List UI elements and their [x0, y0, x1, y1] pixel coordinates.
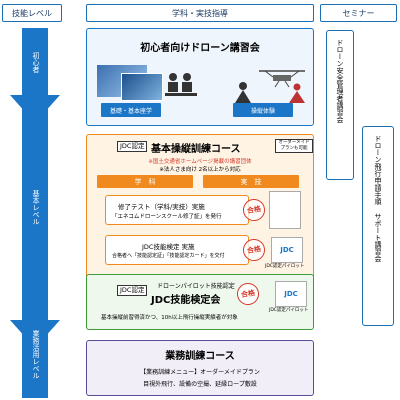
basic-note-1: ※国土交通省ホームページ掲載の講習団体: [148, 159, 252, 165]
intro-course-card: 初心者向けドローン講習会 基礎・基本座学 操縦体験: [86, 28, 314, 126]
test-title: 修了テスト（学科/実技）実施: [118, 203, 205, 211]
jdc-card-image: JDC: [271, 237, 303, 263]
jdc-desc: 基本操縦前習得済かつ、10h以上飛行操縦実績者が対象: [101, 315, 238, 321]
seminar-safety-manager[interactable]: ドローン安全管理者講習会: [326, 30, 354, 180]
intro-title: 初心者向けドローン講習会: [140, 43, 260, 54]
order-made-badge: オーダーメイド プランも可能: [275, 139, 313, 153]
seminar-2-label: ドローン飛行申請手順 サポート講習会: [374, 135, 382, 262]
tab-gakka[interactable]: 学 科: [97, 175, 193, 188]
intro-trial-button[interactable]: 操縦体験: [233, 103, 293, 117]
tab-jitsugi[interactable]: 実 技: [203, 175, 299, 188]
level-beginner: 初心者: [32, 52, 40, 73]
drone-icon: [259, 70, 305, 88]
pass-stamp-3: 合格: [235, 281, 261, 307]
jdc-test-title: JDC技能検定 実施: [142, 243, 195, 251]
seminar-flight-application[interactable]: ドローン飛行申請手順 サポート講習会: [362, 126, 394, 326]
business-line2: 目視外飛行、設備の空撮、延縁ロープ敷設: [143, 381, 257, 388]
certificate-image: [269, 191, 301, 229]
pilot-icon: [235, 82, 251, 103]
jdc-card-label-2: JDC認定パイロット: [269, 308, 309, 313]
intro-basic-button[interactable]: 基礎・基本座学: [101, 103, 161, 117]
jdc-test-sub: 合格者へ「技能認定証」「技能認定カード」を交付: [112, 253, 225, 259]
completion-test-box: 修了テスト（学科/実技）実施 「エネコムドローンスクール修了証」を発行: [105, 195, 249, 225]
basic-note-2: ※法人さま向け 2名以上から対応: [159, 167, 241, 173]
basic-title: 基本操縦訓練コース: [151, 144, 241, 155]
jdc-test-box: JDC技能検定 実施 合格者へ「技能認定証」「技能認定カード」を交付: [105, 235, 249, 265]
jdc-kicker: ドローンパイロット技能認定: [157, 283, 235, 290]
arrow-head-1: [10, 95, 60, 123]
arrow-head-2: [10, 320, 60, 348]
jdc-card-image-2: JDC: [275, 281, 307, 307]
basic-badge: JDC認定: [117, 141, 148, 152]
jdc-badge: JDC認定: [117, 285, 148, 296]
textbook-image-2: [121, 73, 163, 101]
pilot-icon-2: [289, 83, 305, 103]
jdc-exam-card: JDC認定 ドローンパイロット技能認定 JDC技能検定会 基本操縦前習得済かつ、…: [86, 274, 314, 330]
level-basic: 基本レベル: [32, 190, 40, 225]
basic-course-card: JDC認定 基本操縦訓練コース オーダーメイド プランも可能 ※国土交通省ホーム…: [86, 134, 314, 294]
jdc-card-label: JDC認定パイロット: [265, 264, 305, 269]
test-sub: 「エネコムドローンスクール修了証」を発行: [112, 214, 222, 220]
level-business: 業務活用レベル: [32, 330, 40, 379]
business-course-card: 業務訓練コース 【業務訓練メニュー】オーダーメイドプラン 目視外飛行、設備の空撮…: [86, 340, 314, 396]
jdc-title: JDC技能検定会: [151, 295, 221, 306]
seminar-1-label: ドローン安全管理者講習会: [336, 39, 344, 123]
classroom-icon: [165, 73, 197, 96]
header-seminar: セミナー: [320, 4, 397, 22]
header-skill-level: 技能レベル: [2, 4, 62, 22]
business-title: 業務訓練コース: [165, 351, 235, 362]
header-course: 学科・実技指導: [86, 4, 314, 22]
business-line1: 【業務訓練メニュー】オーダーメイドプラン: [140, 369, 260, 376]
